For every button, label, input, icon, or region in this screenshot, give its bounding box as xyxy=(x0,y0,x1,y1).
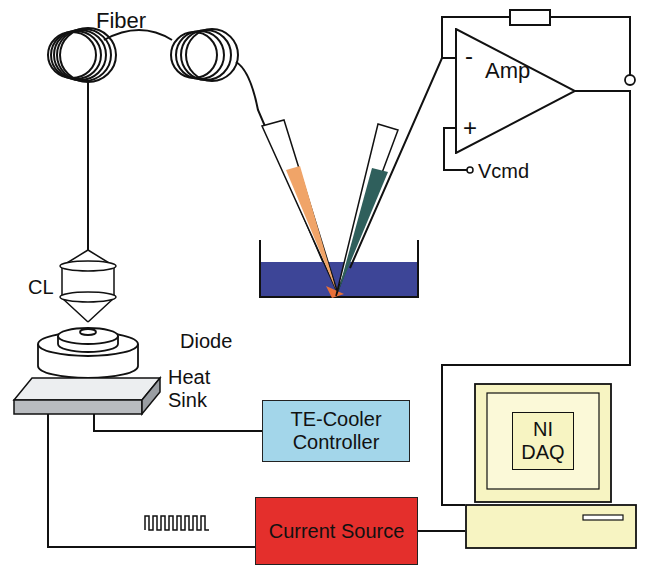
pulse-train xyxy=(145,516,209,530)
part-name: Diode xyxy=(180,330,232,353)
wire xyxy=(48,414,255,547)
amplifier-triangle: Amp- + xyxy=(455,28,577,154)
wire xyxy=(442,91,630,505)
box-label: Current Source xyxy=(263,520,410,543)
electrode-wire xyxy=(350,58,455,268)
laser-diode xyxy=(38,328,138,378)
feedback-resistor xyxy=(510,10,550,25)
recording-pipette xyxy=(336,124,398,296)
monitor-screen xyxy=(487,393,599,489)
heat-sink-label: Heat Sink xyxy=(168,366,224,412)
wire xyxy=(418,531,465,532)
pin-sign: + xyxy=(463,114,477,142)
source-box: Current Source xyxy=(255,497,418,565)
part-name: CL xyxy=(28,276,54,299)
bath-solution xyxy=(260,262,418,297)
computer-base xyxy=(466,505,636,548)
box-label: TE-Cooler Controller xyxy=(270,408,402,454)
signal-name: Vcmd xyxy=(478,160,529,183)
controller-box: TE-Cooler Controller xyxy=(262,400,410,462)
pipette-fill xyxy=(338,168,388,292)
screen-label: NI DAQ xyxy=(519,418,567,464)
feedback-wire xyxy=(442,17,630,170)
wire-line xyxy=(94,414,262,431)
output-terminal xyxy=(625,75,635,85)
collimating-lens xyxy=(60,250,116,322)
wire-line xyxy=(442,91,630,505)
pipette-fill xyxy=(286,166,336,290)
heat-sink-front xyxy=(14,400,142,414)
computer: NI DAQ xyxy=(465,383,637,549)
input-terminal xyxy=(467,167,473,173)
monitor xyxy=(475,384,611,502)
amp-outline xyxy=(456,29,575,153)
wire xyxy=(94,414,262,431)
drive-slot xyxy=(583,515,623,520)
wire-line xyxy=(48,414,255,547)
pin-sign: - xyxy=(465,42,473,70)
heat-sink-outline xyxy=(12,376,162,420)
amp-label: Amp xyxy=(485,58,530,83)
heat-sink-top xyxy=(14,378,160,400)
screen-box: NI DAQ xyxy=(512,412,574,470)
wire-line xyxy=(418,530,465,532)
part-name: Fiber xyxy=(96,8,146,33)
heat-sink: Heat Sink xyxy=(12,376,162,420)
heat-sink-side xyxy=(142,378,160,414)
optical-pipette xyxy=(262,120,338,294)
fiber-tip xyxy=(326,286,344,298)
